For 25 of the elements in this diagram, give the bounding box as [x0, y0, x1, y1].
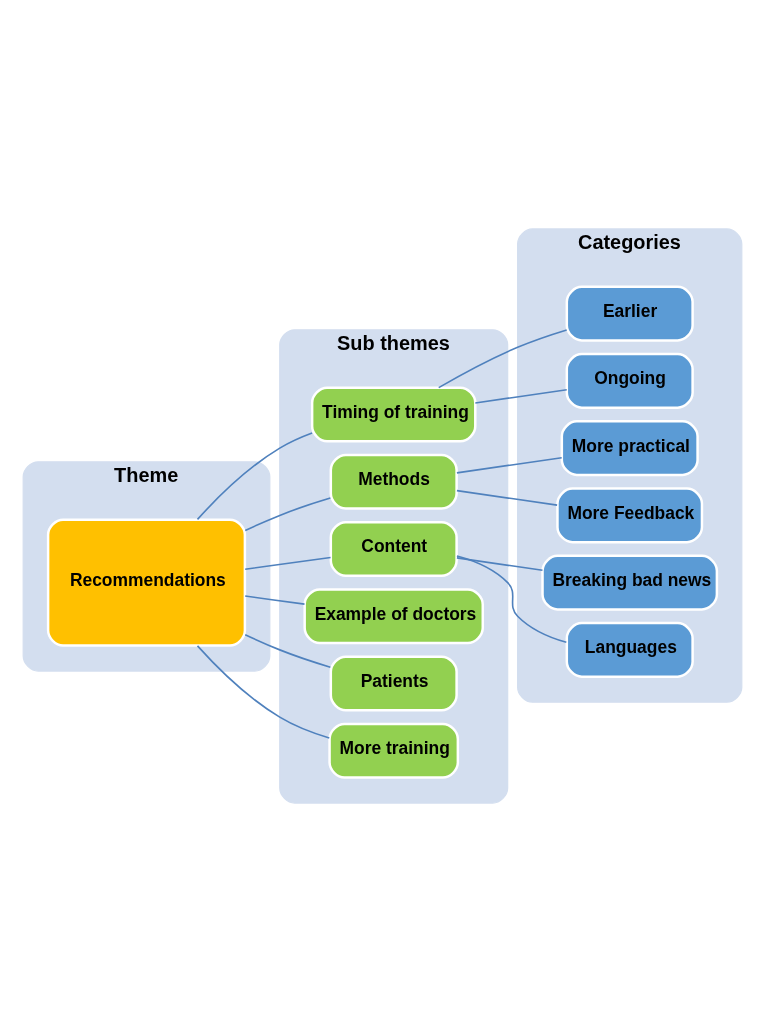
connector — [244, 556, 332, 571]
connector — [474, 388, 568, 404]
connector — [456, 555, 568, 644]
node-box: Languages — [565, 621, 694, 678]
node-box: Patients — [329, 655, 458, 712]
connector — [437, 329, 568, 389]
connector — [456, 557, 544, 572]
connector — [456, 456, 563, 474]
node-box: Earlier — [565, 285, 694, 342]
node-box: Timing of training — [310, 386, 477, 443]
node-box: Methods — [329, 453, 458, 510]
connector — [244, 595, 306, 605]
node-box: Example of doctors — [303, 588, 484, 645]
node-box: Content — [329, 521, 458, 578]
node-box: More practical — [560, 420, 699, 477]
connector — [244, 497, 332, 532]
connector — [244, 633, 332, 668]
connector — [456, 489, 558, 506]
node-box: More training — [328, 722, 460, 779]
node-box: Ongoing — [565, 352, 694, 409]
connector — [196, 432, 313, 521]
node-box: Breaking bad news — [541, 554, 719, 611]
connector — [196, 645, 331, 739]
node-box: More Feedback — [556, 487, 704, 544]
node-box: Recommendations — [46, 518, 247, 647]
